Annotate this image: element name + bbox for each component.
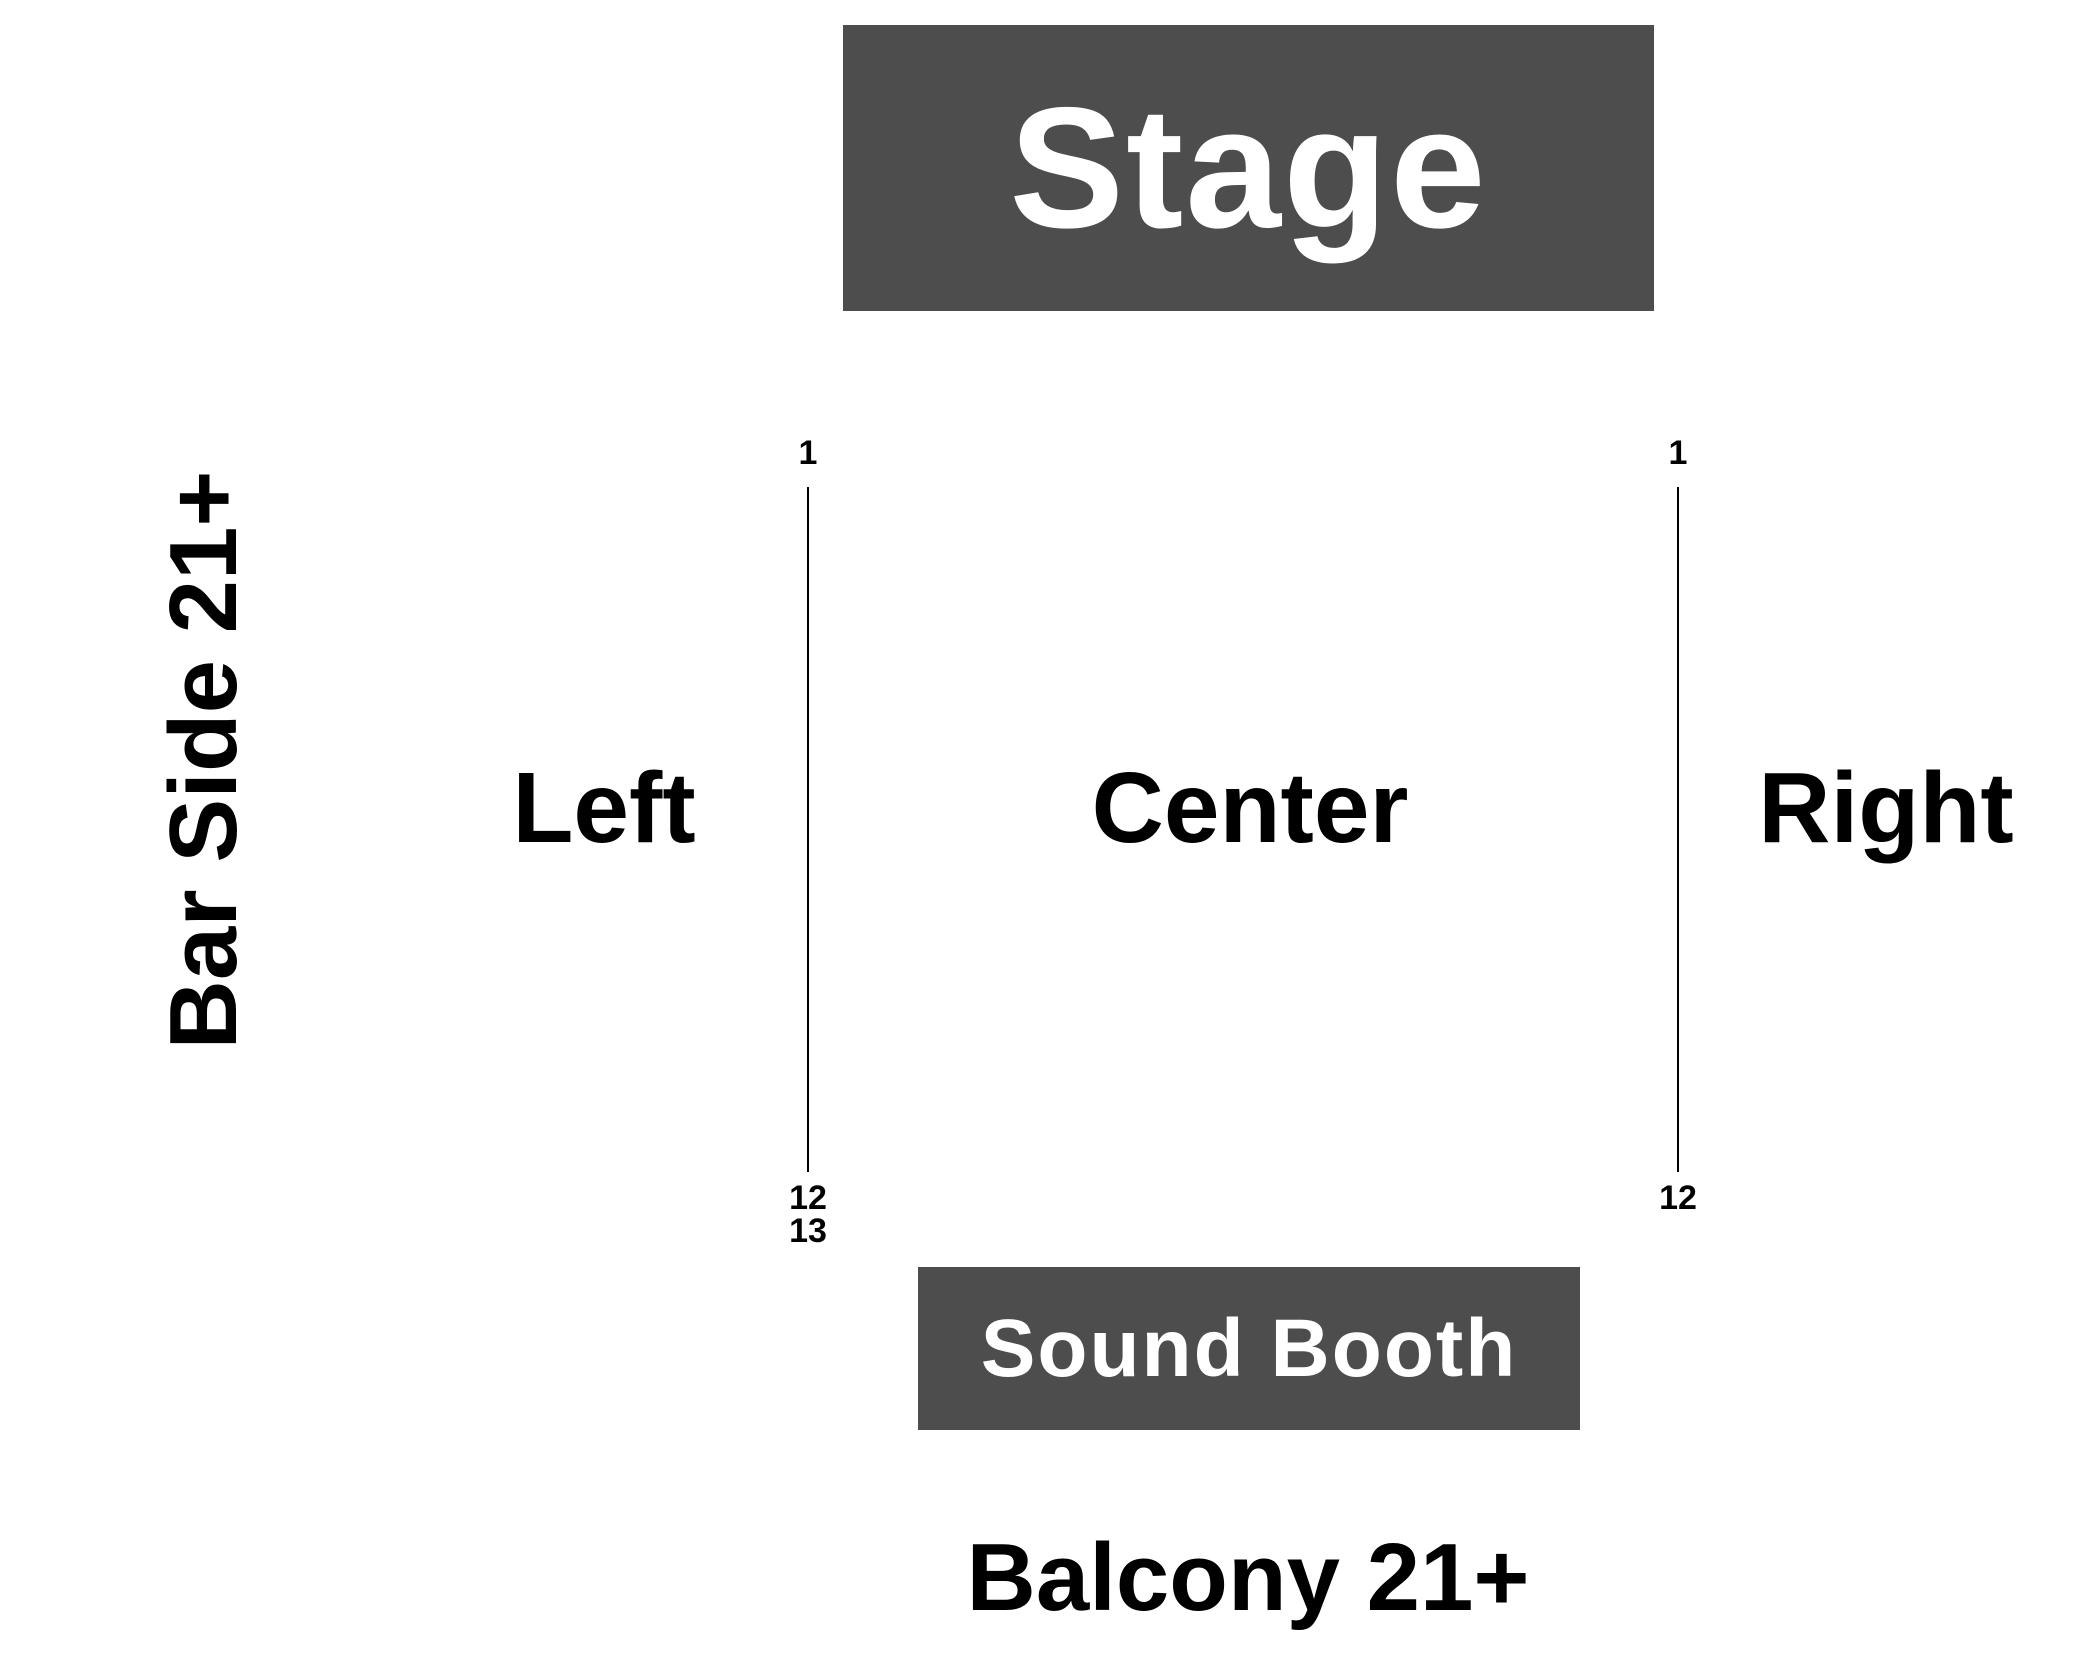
row-number-left-first: 1 (798, 434, 818, 472)
stage-label: Stage (1009, 72, 1488, 264)
section-label-balcony: Balcony 21+ (966, 1524, 1530, 1631)
row-number-left-extra: 13 (789, 1212, 827, 1250)
section-label-right: Right (1758, 752, 2014, 864)
stage-block: Stage (843, 25, 1654, 311)
aisle-line-left (807, 487, 809, 1172)
sound-booth-label: Sound Booth (980, 1302, 1518, 1394)
row-number-left-last: 12 (789, 1179, 827, 1217)
section-label-bar-side: Bar Side 21+ (150, 470, 257, 1050)
section-label-center: Center (1091, 752, 1409, 864)
row-number-right-last: 12 (1659, 1179, 1697, 1217)
section-label-left: Left (512, 752, 696, 864)
sound-booth-block: Sound Booth (918, 1267, 1580, 1430)
aisle-line-right (1677, 487, 1679, 1172)
row-number-right-first: 1 (1668, 434, 1688, 472)
